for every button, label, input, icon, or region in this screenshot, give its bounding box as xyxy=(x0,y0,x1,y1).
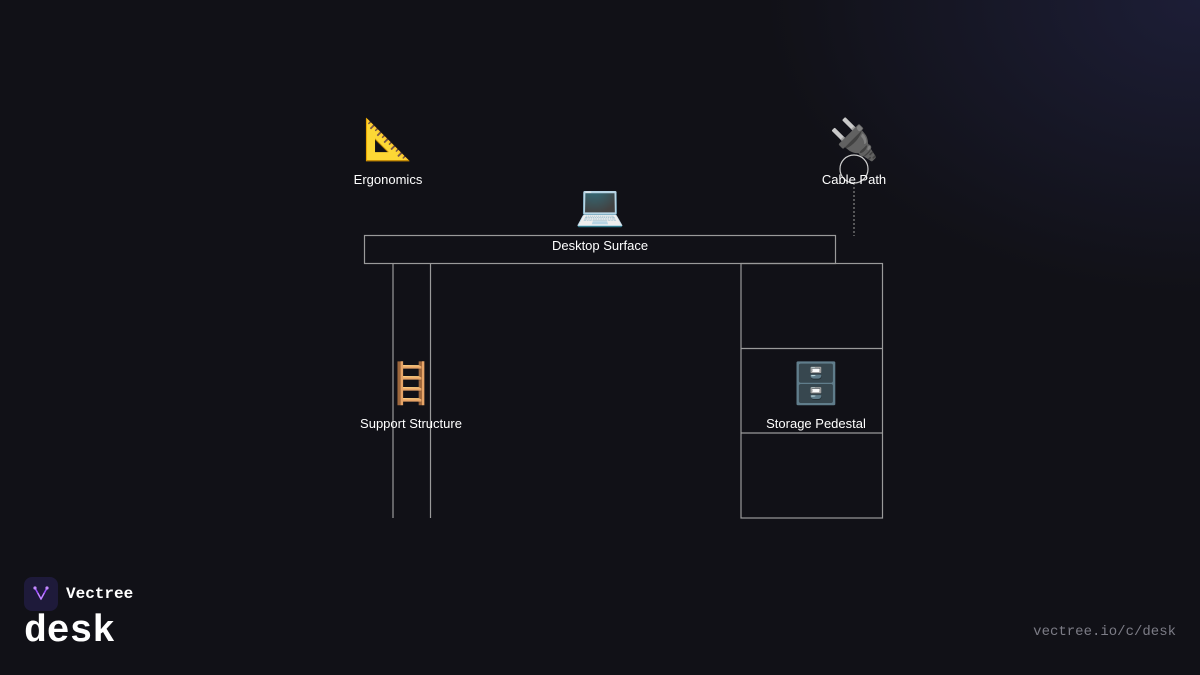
storage-pedestal-label: Storage Pedestal xyxy=(766,416,866,431)
vectree-logo-icon xyxy=(24,577,58,611)
storage-pedestal-shape xyxy=(740,262,884,519)
page-url[interactable]: vectree.io/c/desk xyxy=(1033,624,1176,640)
desktop-surface-label: Desktop Surface xyxy=(551,238,649,253)
desktop-surface-shape xyxy=(363,234,837,265)
brand-name: Vectree xyxy=(66,585,134,603)
triangular-ruler-icon: 📐 xyxy=(363,117,413,163)
cable-path-label: Cable Path xyxy=(821,172,887,187)
laptop-icon: 💻 xyxy=(575,183,625,229)
file-cabinet-icon: 🗄️ xyxy=(791,361,841,407)
support-structure-label: Support Structure xyxy=(360,416,462,431)
ladder-icon: 🪜 xyxy=(386,361,436,407)
brand: Vectree xyxy=(24,577,133,611)
plug-icon: 🔌 xyxy=(829,117,879,163)
page-title: desk xyxy=(24,610,116,653)
ergonomics-label: Ergonomics xyxy=(353,172,423,187)
